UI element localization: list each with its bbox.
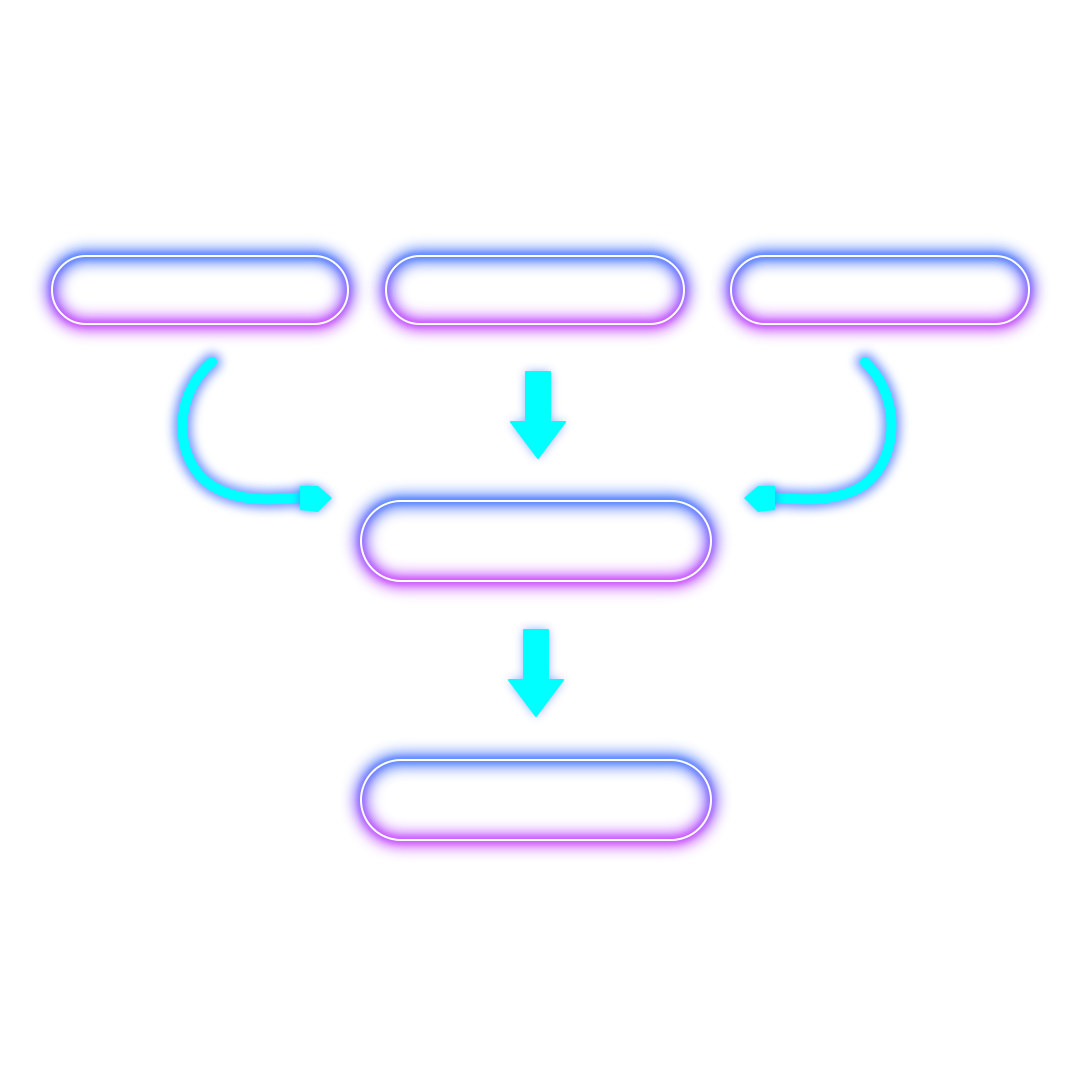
- edge-top-right-to-middle: [744, 353, 901, 512]
- edge-top-left-to-middle: [173, 353, 332, 512]
- node-inner-line: [360, 759, 712, 841]
- node-glow: [45, 249, 355, 331]
- arrow-down-icon: [510, 371, 566, 459]
- curved-arrow-icon: [765, 357, 897, 505]
- flow-node-bottom: [354, 753, 718, 847]
- node-inner-line: [730, 255, 1030, 325]
- flow-node-top-left: [45, 249, 355, 331]
- node-glow: [724, 249, 1036, 331]
- flow-node-top-right: [724, 249, 1036, 331]
- node-glow: [354, 494, 718, 588]
- flow-node-top-center: [379, 249, 691, 331]
- curved-arrow-icon: [177, 357, 310, 505]
- node-glow: [354, 753, 718, 847]
- edge-middle-to-bottom: [508, 629, 564, 717]
- node-border: [358, 757, 714, 843]
- node-inner-line: [385, 255, 685, 325]
- flow-node-middle: [354, 494, 718, 588]
- node-border: [728, 253, 1032, 327]
- node-border: [383, 253, 687, 327]
- arrow-head-icon: [300, 486, 332, 512]
- arrow-down-icon: [508, 629, 564, 717]
- node-border: [358, 498, 714, 584]
- node-border: [49, 253, 351, 327]
- edge-top-center-to-middle: [510, 371, 566, 459]
- node-inner-line: [51, 255, 349, 325]
- node-glow: [379, 249, 691, 331]
- arrow-head-icon: [744, 486, 775, 512]
- node-inner-line: [360, 500, 712, 582]
